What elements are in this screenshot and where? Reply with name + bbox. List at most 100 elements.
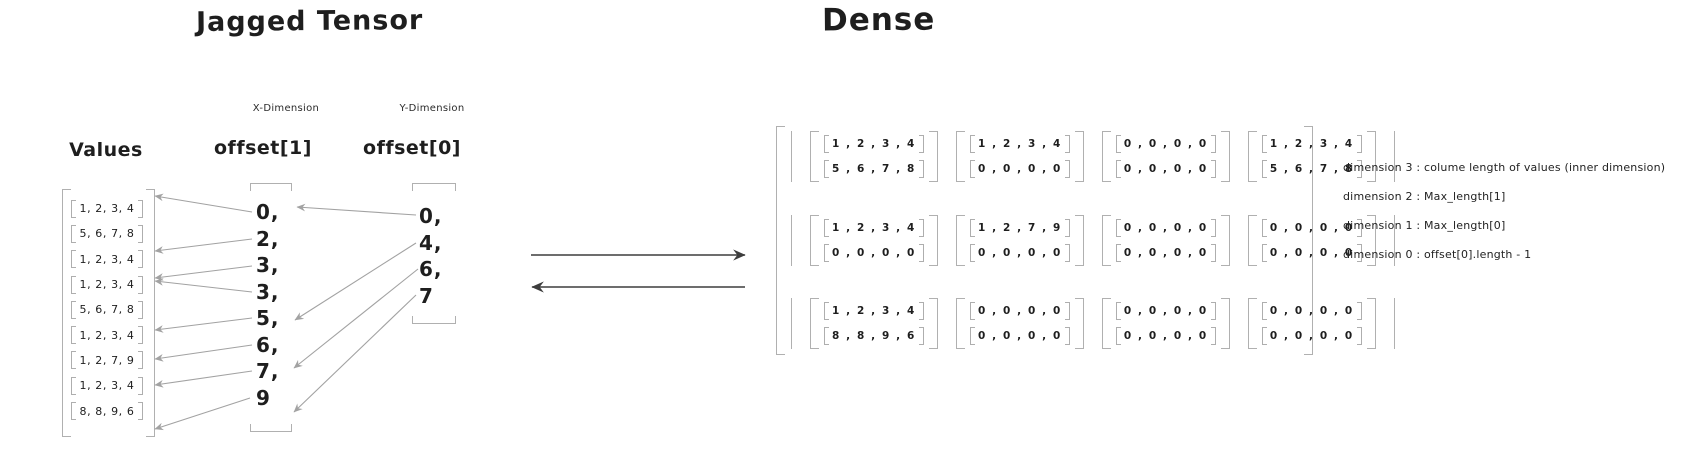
- matrix-row-values: 0 , 0 , 0 , 0: [1269, 330, 1354, 342]
- block-open-bracket: [955, 214, 965, 266]
- close-bracket-icon: [1356, 302, 1362, 320]
- dense-row-close-bracket: [1393, 298, 1395, 349]
- matrix-row: 0 , 0 , 0 , 0: [969, 302, 1070, 320]
- dimension-note: dimension 2 : Max_length[1]: [1343, 190, 1506, 203]
- close-bracket-icon: [1064, 218, 1070, 237]
- matrix-row-values: 8 , 8 , 9 , 6: [832, 330, 916, 342]
- open-bracket-icon: [70, 224, 76, 243]
- values-row: 8, 8, 9, 6: [70, 398, 144, 423]
- close-bracket-icon: [1064, 243, 1070, 262]
- open-bracket-icon: [824, 135, 829, 153]
- matrix-row: 0 , 0 , 0 , 0: [824, 243, 924, 262]
- close-bracket-icon: [1210, 135, 1216, 153]
- values-list: 1, 2, 3, 4 5, 6, 7, 8 1, 2, 3, 4 1, 2, 3, 4…: [70, 196, 144, 424]
- values-row-text: 1, 2, 3, 4: [79, 328, 135, 342]
- offset1-item: 9: [256, 385, 271, 410]
- matrix-row-values: 0 , 0 , 0 , 0: [1123, 163, 1208, 175]
- close-bracket-icon: [1210, 327, 1216, 345]
- matrix-row: 0 , 0 , 0 , 0: [969, 160, 1070, 178]
- open-bracket-icon: [1115, 218, 1121, 237]
- matrix-row: 1 , 2 , 3 , 4: [1261, 135, 1362, 153]
- dimension-annotations: dimension 3 : colume length of values (i…: [1343, 161, 1665, 277]
- dense-block: 0 , 0 , 0 , 0 0 , 0 , 0 , 0: [1247, 298, 1376, 349]
- matrix-row-values: 0 , 0 , 0 , 0: [1269, 221, 1354, 234]
- matrix-row-values: 1 , 2 , 3 , 4: [832, 221, 916, 234]
- block-open-bracket: [1247, 214, 1257, 266]
- dense-row-open-bracket: [791, 131, 792, 182]
- offset0-to-offset1-arrows: [293, 203, 419, 413]
- values-row-text: 5, 6, 7, 8: [79, 303, 135, 317]
- offset0-column-label: offset[0]: [363, 137, 461, 159]
- close-bracket-icon: [918, 160, 924, 178]
- close-bracket-icon: [1356, 327, 1362, 345]
- matrix-row-values: 1 , 2 , 7 , 9: [977, 221, 1062, 234]
- matrix-row-values: 0 , 0 , 0 , 0: [1269, 305, 1354, 317]
- dense-row: 1 , 2 , 3 , 4 8 , 8 , 9 , 6 0 , 0 , 0 , 0 0…: [791, 298, 1395, 349]
- block-open-bracket: [810, 214, 819, 266]
- close-bracket-icon: [918, 243, 924, 262]
- matrix-row-values: 0 , 0 , 0 , 0: [1123, 330, 1208, 342]
- close-bracket-icon: [138, 300, 144, 319]
- values-close-bracket: [146, 189, 155, 437]
- open-bracket-icon: [70, 402, 76, 421]
- close-bracket-icon: [1210, 243, 1216, 262]
- dense-row-close-bracket: [1393, 214, 1395, 266]
- open-bracket-icon: [1115, 160, 1121, 178]
- matrix-row: 0 , 0 , 0 , 0: [1115, 160, 1216, 178]
- matrix-row: 5 , 6 , 7 , 8: [1261, 160, 1362, 178]
- close-bracket-icon: [138, 326, 144, 345]
- open-bracket-icon: [1115, 135, 1121, 153]
- block-open-bracket: [1247, 131, 1257, 182]
- open-bracket-icon: [1115, 302, 1121, 320]
- open-bracket-icon: [824, 218, 829, 237]
- values-row-text: 5, 6, 7, 8: [79, 227, 135, 241]
- matrix-row-values: 1 , 2 , 3 , 4: [832, 305, 916, 317]
- dense-block: 0 , 0 , 0 , 0 0 , 0 , 0 , 0: [1101, 298, 1230, 349]
- matrix-row: 0 , 0 , 0 , 0: [1115, 218, 1216, 237]
- block-open-bracket: [810, 298, 819, 349]
- values-column-label: Values: [69, 139, 143, 161]
- matrix-row-values: 1 , 2 , 3 , 4: [1269, 138, 1354, 150]
- close-bracket-icon: [138, 250, 144, 269]
- values-row: 1, 2, 3, 4: [70, 196, 144, 221]
- offset0-item: 6,: [419, 257, 443, 281]
- offset0-item: 0,: [419, 204, 443, 228]
- matrix-row: 1 , 2 , 7 , 9: [969, 218, 1070, 237]
- values-row: 1, 2, 3, 4: [70, 373, 144, 398]
- close-bracket-icon: [138, 351, 144, 370]
- open-bracket-icon: [1261, 327, 1267, 345]
- block-open-bracket: [1101, 214, 1111, 266]
- block-close-bracket: [928, 131, 938, 182]
- values-row: 1, 2, 3, 4: [70, 322, 144, 347]
- dense-row-close-bracket: [1393, 131, 1395, 182]
- close-bracket-icon: [1210, 160, 1216, 178]
- dimension-note: dimension 3 : colume length of values (i…: [1343, 161, 1666, 174]
- offset1-item: 6,: [256, 332, 280, 357]
- offset1-column-label: offset[1]: [214, 137, 312, 159]
- block-open-bracket: [810, 131, 819, 182]
- matrix-row: 1 , 2 , 3 , 4: [824, 218, 924, 237]
- open-bracket-icon: [70, 300, 76, 319]
- open-bracket-icon: [70, 326, 76, 345]
- block-close-bracket: [1366, 131, 1376, 182]
- close-bracket-icon: [1356, 160, 1362, 178]
- dense-block: 0 , 0 , 0 , 0 0 , 0 , 0 , 0: [1101, 131, 1230, 182]
- open-bracket-icon: [969, 243, 975, 262]
- matrix-row: 0 , 0 , 0 , 0: [1115, 135, 1216, 153]
- block-close-bracket: [1074, 214, 1084, 266]
- offset1-item: 2,: [256, 226, 280, 251]
- offset1-item: 0,: [256, 200, 280, 224]
- block-close-bracket: [1074, 298, 1084, 349]
- matrix-row: 0 , 0 , 0 , 0: [1115, 302, 1216, 320]
- offset0-item: 7: [419, 283, 434, 308]
- open-bracket-icon: [824, 327, 829, 345]
